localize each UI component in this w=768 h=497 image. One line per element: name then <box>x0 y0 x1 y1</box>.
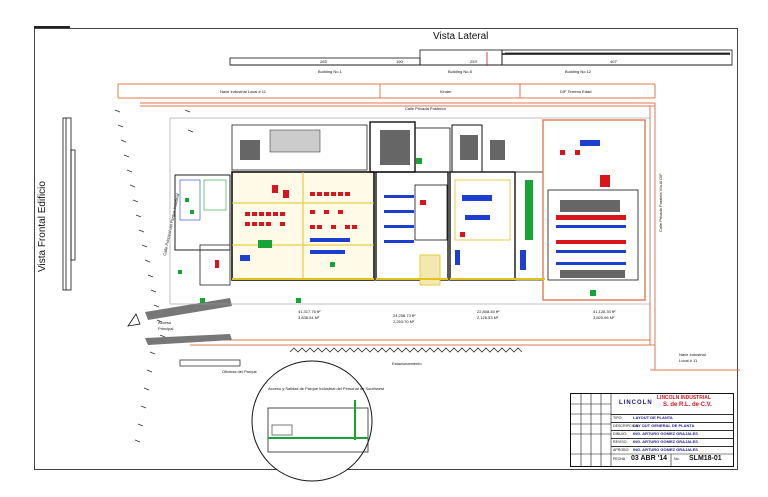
area-4-sqft: 41,128.30 ft² <box>593 309 616 314</box>
area-2-sqm: 2,253.70 M² <box>393 319 415 324</box>
detail-title: Acceso y Salidas de Parque Industrial de… <box>268 386 385 391</box>
tb-row-type: TIPO: LAYOUT DE PLANTA <box>611 414 733 423</box>
area-2-sqft: 24,258.73 ft² <box>393 313 416 318</box>
company-name: LINCOLN INDUSTRIAL <box>657 395 711 401</box>
tb-row-description: DESCRIPCION: LAY OUT GENERAL DE PLANTA <box>611 422 733 431</box>
drawing-no-value: SLM18-01 <box>689 455 722 462</box>
neighbor-right-2: Local # 11 <box>679 358 698 363</box>
tb-row-reviewed: REVISO: ING. ARTURO GOMEZ GRAJALES <box>611 438 733 447</box>
side-dim-1: 265' <box>320 59 328 64</box>
side-building-2: Building No.8 <box>448 69 472 74</box>
title-block: LINCOLN LINCOLN INDUSTRIAL S. de R.L. de… <box>570 393 734 467</box>
access-label-1: Acceso <box>158 320 172 325</box>
tb-row-drawn: DIBUJO: ING. ARTURO GOMEZ GRAJALES <box>611 430 733 439</box>
date-label: FECHA <box>613 457 626 461</box>
area-1-sqft: 41,317.76 ft² <box>298 309 321 314</box>
area-1-sqm: 3,838.54 M² <box>298 315 320 320</box>
side-building-1: Building No.1 <box>318 69 342 74</box>
neighbor-label-1: Nave Industrial Local # 11 <box>220 89 266 94</box>
side-dim-2: 190' <box>396 59 404 64</box>
side-dim-4: 407' <box>610 59 618 64</box>
company-logo: LINCOLN <box>619 400 653 406</box>
area-3-sqm: 2,126.53 M² <box>477 315 499 320</box>
rear-street-label: Calle Privada Posterior <box>405 106 446 111</box>
area-4-sqm: 3,820.96 M² <box>593 315 615 320</box>
parking-label: Estacionamiento <box>392 361 422 366</box>
side-dim-3: 253' <box>470 59 478 64</box>
neighbor-label-3: DIF Terreno Edad <box>560 89 592 94</box>
title-block-grid <box>571 394 733 466</box>
neighbor-label-2: Kinder <box>440 89 452 94</box>
company-suffix: S. de R.L. de C.V. <box>663 402 712 408</box>
date-value: 03 ABR '14 <box>631 455 668 462</box>
neighbor-right-1: Nave Industrial <box>679 352 706 357</box>
side-view-title: Vista Lateral <box>433 31 489 42</box>
side-building-3: Building No.12 <box>565 69 592 74</box>
area-3-sqft: 22,808.40 ft² <box>477 309 500 314</box>
tb-row-approved: APROBO: ING. ARTURO GOMEZ GRAJALES <box>611 446 733 455</box>
drawing-no-label: No. <box>674 457 680 461</box>
access-label-2: Principal <box>158 326 174 331</box>
offices-label: Oficinas del Parque <box>222 369 257 374</box>
